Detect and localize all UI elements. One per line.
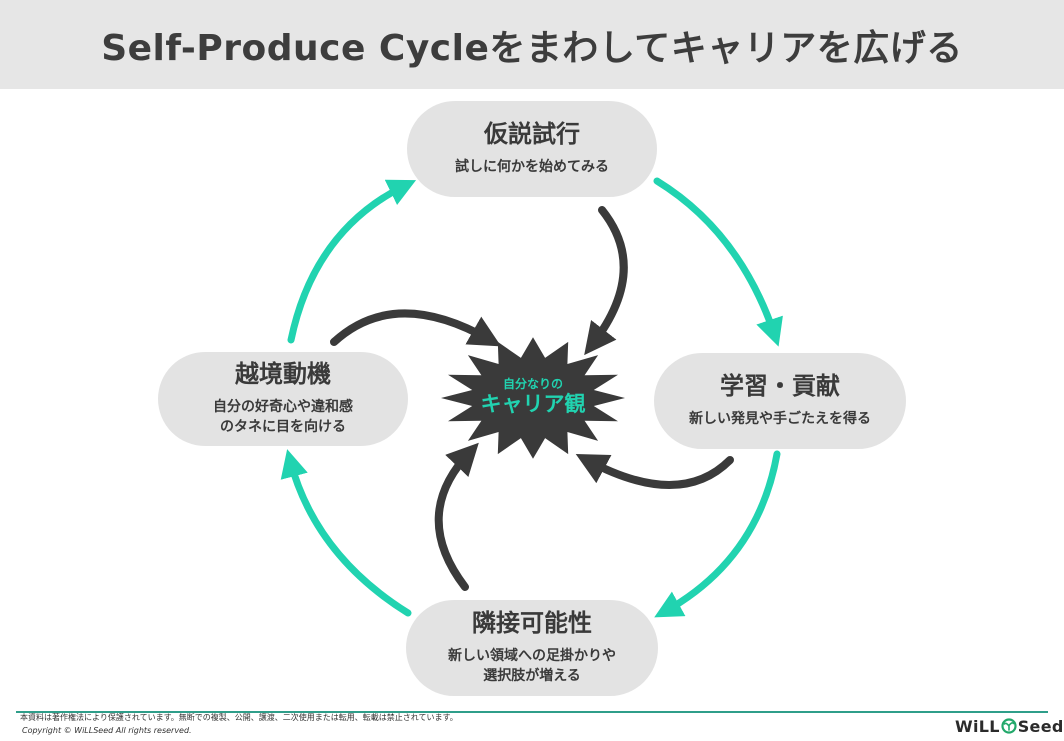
footer-divider [16,711,1048,713]
center-arrow-from-bottom [434,442,479,591]
node-title: 学習・貢献 [720,372,840,401]
center-label: 自分なりの キャリア観 [453,372,613,422]
cycle-arrow-top-to-right [653,177,783,347]
copyright-notice: 本資料は著作権法により保護されています。無断での複製、公開、譲渡、二次使用または… [20,713,458,722]
node-description: 新しい領域への足掛かりや 選択肢が増える [448,648,616,685]
cycle-arrow-right-to-bottom [654,450,781,618]
node-description: 試しに何かを始めてみる [455,159,609,176]
header-bar: Self-Produce Cycleをまわしてキャリアを広げる [0,0,1064,89]
node-description: 新しい発見や手ごたえを得る [689,411,871,428]
center-starburst [441,337,625,459]
center-subtitle: 自分なりの [502,376,563,391]
center-title: キャリア観 [480,392,586,417]
cycle-arrow-left-to-top [287,179,417,344]
cycle-arrow-bottom-to-left [280,449,412,617]
node-description: 自分の好奇心や違和感 のタネに目を向ける [213,399,353,436]
copyright-line: Copyright © WiLLSeed All rights reserved… [22,726,192,735]
willseed-logo: WiLL Seed [955,716,1064,736]
node-title: 越境動機 [235,360,331,389]
node-hypothesis-trial: 仮説試行 試しに何かを始めてみる [407,101,657,197]
node-title: 隣接可能性 [472,609,592,638]
center-arrow-from-left [330,309,502,347]
sprout-logo-icon [1001,718,1017,734]
node-title: 仮説試行 [484,120,580,149]
center-arrow-from-top [584,206,628,356]
node-boundary-motivation: 越境動機 自分の好奇心や違和感 のタネに目を向ける [158,352,408,446]
node-learning-contribution: 学習・貢献 新しい発見や手ごたえを得る [654,353,906,449]
page-title: Self-Produce Cycleをまわしてキャリアを広げる [101,27,963,69]
center-arrow-from-right [575,453,734,489]
logo-text-left: WiLL [955,716,1000,736]
logo-text-right: Seed [1017,716,1064,736]
node-adjacent-possibility: 隣接可能性 新しい領域への足掛かりや 選択肢が増える [406,600,658,696]
